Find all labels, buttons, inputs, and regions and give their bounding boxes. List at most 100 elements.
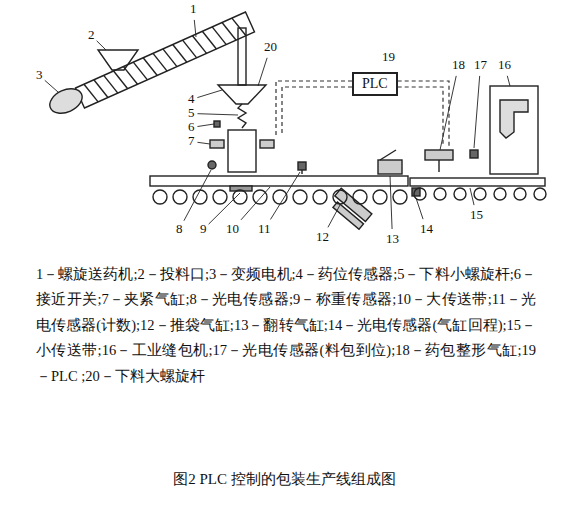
part-list-item: 18－药包整形气缸; <box>395 342 521 358</box>
part-list-item: 2－投料口; <box>138 266 209 282</box>
clamp-cylinder <box>210 140 224 148</box>
clamp-cylinder <box>260 140 274 148</box>
roller <box>193 190 207 204</box>
part-list-item: 7－夹紧气缸; <box>101 291 189 307</box>
part-list-item: 9－称重传感器; <box>293 291 396 307</box>
leader-line <box>194 20 196 37</box>
roller <box>153 190 167 204</box>
proximity-switch <box>214 121 220 127</box>
figure-caption: 图2 PLC 控制的包装生产线组成图 <box>0 470 569 489</box>
leader-lines <box>45 20 510 229</box>
turn-cylinder <box>378 160 402 174</box>
roller <box>213 190 227 204</box>
leader-line <box>390 176 392 229</box>
roller <box>293 190 307 204</box>
screw-thread <box>114 71 128 89</box>
callout-number: 3 <box>36 68 43 83</box>
screw-thread <box>192 36 206 54</box>
callout-number: 15 <box>470 208 483 223</box>
screw-thread <box>212 27 226 45</box>
part-list-item: 12－推袋气缸; <box>140 317 234 333</box>
signal-wire <box>398 87 443 146</box>
part-list-item: 14－光电传感器(气缸回程); <box>328 317 507 333</box>
sewing-head <box>500 100 528 138</box>
shaping-cylinder <box>425 150 453 160</box>
leader-line <box>209 193 240 224</box>
screw-thread <box>104 75 118 93</box>
leader-line <box>97 41 106 50</box>
leader-line <box>184 170 211 221</box>
motor <box>46 84 86 118</box>
callout-number: 20 <box>264 40 277 55</box>
callout-number: 5 <box>188 106 195 121</box>
leader-line <box>197 114 238 115</box>
screw-thread <box>173 45 187 63</box>
screw-thread <box>163 49 177 67</box>
roller <box>313 190 327 204</box>
callout-number: 19 <box>382 50 395 65</box>
callout-number: 16 <box>498 58 511 73</box>
leader-line <box>197 142 210 144</box>
signal-wire <box>398 81 449 146</box>
part-list-item: 20－下料大螺旋杆 <box>85 368 205 384</box>
down-pipe <box>238 28 246 85</box>
cylinder-body <box>333 202 364 229</box>
arrival-sensor <box>470 150 478 158</box>
rollers <box>153 188 546 204</box>
screw-thread <box>84 84 98 102</box>
callout-number: 4 <box>188 92 195 107</box>
photo-sensor <box>208 161 216 169</box>
screw-thread <box>202 31 216 49</box>
bag <box>228 130 256 172</box>
leader-line <box>197 124 214 127</box>
leader-line <box>416 198 423 219</box>
part-list-item: 3－变频电机; <box>209 266 296 282</box>
feed-hopper <box>98 50 138 70</box>
roller <box>474 188 486 200</box>
callout-number: 11 <box>258 222 271 237</box>
sewing-machine <box>490 86 538 174</box>
roller <box>333 190 347 204</box>
callout-number: 17 <box>474 58 487 73</box>
leader-line <box>45 80 58 92</box>
leader-line <box>258 58 267 86</box>
screw-thread <box>94 80 108 98</box>
roller <box>173 190 187 204</box>
signal-wire <box>282 87 352 135</box>
roller <box>534 188 546 200</box>
roller <box>233 190 247 204</box>
screw-thread <box>123 67 137 85</box>
roller <box>353 190 367 204</box>
roller <box>373 190 387 204</box>
callout-number: 10 <box>226 222 239 237</box>
push-cylinder <box>328 188 371 229</box>
cylinder-rod <box>438 160 439 172</box>
machine-parts <box>46 12 546 229</box>
roller <box>514 188 526 200</box>
small-conveyor <box>410 178 545 186</box>
callout-number: 18 <box>452 58 465 73</box>
part-list-item: 16－工业缝包机; <box>102 342 213 358</box>
part-list-item: 10－大传送带; <box>396 291 491 307</box>
part-list-item: 5－下料小螺旋杆; <box>397 266 514 282</box>
big-conveyor <box>150 176 408 186</box>
leader-line <box>474 76 480 148</box>
part-list-item: 1－螺旋送药机; <box>36 266 138 282</box>
leader-line <box>440 76 456 150</box>
callout-number: 8 <box>176 222 183 237</box>
part-list-item: 8－光电传感器; <box>190 291 293 307</box>
node-label: PLC <box>362 76 388 91</box>
screw-thread <box>143 58 157 76</box>
callout-number: 9 <box>200 222 207 237</box>
part-list-item: 17－光电传感器(料包到位); <box>213 342 396 358</box>
part-list-item: 4－药位传感器; <box>296 266 398 282</box>
callout-number: 1 <box>190 2 197 17</box>
screw-thread <box>222 22 236 40</box>
callout-number: 6 <box>188 120 195 135</box>
screw-feeder-tube <box>76 12 255 108</box>
plc-box: PLC <box>352 72 398 96</box>
part-list-item: 13－翻转气缸; <box>234 317 328 333</box>
roller <box>494 188 506 200</box>
